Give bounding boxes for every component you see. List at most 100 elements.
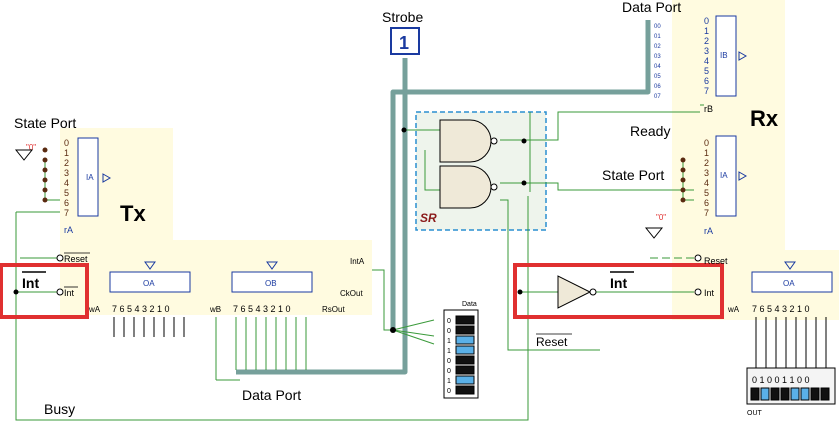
data-switch-toggle[interactable] <box>455 335 475 345</box>
rx-state-port-label: State Port <box>602 167 664 183</box>
reset-label: Reset <box>536 335 568 349</box>
tx-oa-legs <box>113 317 185 337</box>
tx-reset-pin: Reset <box>64 254 88 264</box>
tx-chip-body <box>60 128 372 315</box>
rx-data-port-label: Data Port <box>622 0 681 15</box>
svg-text:03: 03 <box>654 54 661 60</box>
out-label: OUT <box>747 410 763 417</box>
nand-gate-top <box>439 119 498 163</box>
svg-text:6: 6 <box>704 76 709 86</box>
rx-oa-legs <box>755 317 827 372</box>
svg-text:1: 1 <box>704 148 709 158</box>
data-switch-toggle[interactable] <box>455 365 475 375</box>
tx-oa-bits: 7 6 5 4 3 2 1 0 <box>112 304 170 314</box>
svg-text:2: 2 <box>64 158 69 168</box>
svg-text:2: 2 <box>704 36 709 46</box>
data-switch-toggle[interactable] <box>455 385 475 395</box>
rx-ground-icon <box>644 227 664 239</box>
out-led <box>790 387 800 401</box>
inverter-gate <box>557 275 597 309</box>
svg-text:7: 7 <box>64 208 69 218</box>
strobe-button[interactable] <box>390 27 420 55</box>
data-switch-toggle[interactable] <box>455 355 475 365</box>
out-led <box>780 387 790 401</box>
rx-data-bus <box>390 20 651 332</box>
tx-wa-pin: wA <box>88 305 101 314</box>
tx-ob-legs <box>215 317 307 381</box>
svg-text:IA: IA <box>720 171 728 180</box>
tx-ia-register: IA <box>77 137 112 217</box>
data-switch-toggle[interactable] <box>455 315 475 325</box>
tx-rsout-pin: RsOut <box>322 305 345 314</box>
svg-text:5: 5 <box>704 66 709 76</box>
out-led <box>820 387 830 401</box>
data-switch-bit: 0 <box>447 368 451 375</box>
nand-gate-bottom <box>439 165 498 209</box>
svg-text:07: 07 <box>654 94 661 100</box>
rx-ra-pin: rA <box>704 226 713 236</box>
rx-oa-bits: 7 6 5 4 3 2 1 0 <box>752 304 810 314</box>
data-switch-bit: 0 <box>447 318 451 325</box>
ready-label: Ready <box>630 123 670 139</box>
svg-text:3: 3 <box>704 46 709 56</box>
data-switch-title: Data <box>462 301 477 308</box>
tx-ckout-pin: CkOut <box>340 289 363 298</box>
out-display-leds <box>750 387 830 401</box>
data-switch-bit: 1 <box>447 338 451 345</box>
data-switch-bit: 0 <box>447 388 451 395</box>
tx-state-port-label: State Port <box>14 115 76 131</box>
svg-text:5: 5 <box>64 188 69 198</box>
rx-chip-body <box>672 0 839 320</box>
svg-text:04: 04 <box>654 64 661 70</box>
out-led <box>770 387 780 401</box>
svg-text:4: 4 <box>704 56 709 66</box>
svg-text:IA: IA <box>86 173 94 182</box>
tx-inta-pin: IntA <box>350 257 365 266</box>
svg-text:3: 3 <box>64 168 69 178</box>
rx-zero-label: "0" <box>656 213 666 222</box>
tx-ra-pin: rA <box>64 225 73 235</box>
tx-ob-register: OB <box>231 261 313 293</box>
svg-text:5: 5 <box>704 188 709 198</box>
tx-title: Tx <box>120 201 146 226</box>
svg-text:02: 02 <box>654 44 661 50</box>
svg-text:01: 01 <box>654 34 661 40</box>
data-switch-toggle[interactable] <box>455 375 475 385</box>
svg-text:OA: OA <box>143 279 155 288</box>
busy-label: Busy <box>44 401 75 417</box>
rx-ib-register: IB <box>715 15 748 97</box>
svg-text:0: 0 <box>704 16 709 26</box>
buses <box>236 20 651 375</box>
rx-rb-pin: rB <box>704 104 713 114</box>
sr-label: SR <box>420 211 437 225</box>
svg-text:4: 4 <box>64 178 69 188</box>
out-led <box>760 387 770 401</box>
svg-text:0: 0 <box>704 138 709 148</box>
data-switch-bit: 1 <box>447 348 451 355</box>
out-bits: 0 1 0 0 1 1 0 0 <box>752 375 810 385</box>
out-led <box>750 387 760 401</box>
out-led <box>800 387 810 401</box>
svg-text:06: 06 <box>654 84 661 90</box>
tx-wb-pin: wB <box>209 305 221 314</box>
rx-oa-register: OA <box>751 261 833 293</box>
rx-int-label: Int <box>610 275 627 291</box>
svg-text:2: 2 <box>704 158 709 168</box>
svg-text:6: 6 <box>64 198 69 208</box>
svg-text:0: 0 <box>64 138 69 148</box>
rx-int-highlight <box>513 263 724 319</box>
svg-text:1: 1 <box>704 26 709 36</box>
data-switch-toggle[interactable] <box>455 345 475 355</box>
svg-text:7: 7 <box>704 208 709 218</box>
tx-zero-label: "0" <box>26 143 36 152</box>
data-switch-toggle[interactable] <box>455 325 475 335</box>
tx-int-label: Int <box>22 275 39 291</box>
svg-text:05: 05 <box>654 74 661 80</box>
data-switch-bit: 0 <box>447 358 451 365</box>
data-switch-bit: 0 <box>447 328 451 335</box>
tx-oa-register: OA <box>109 261 191 293</box>
